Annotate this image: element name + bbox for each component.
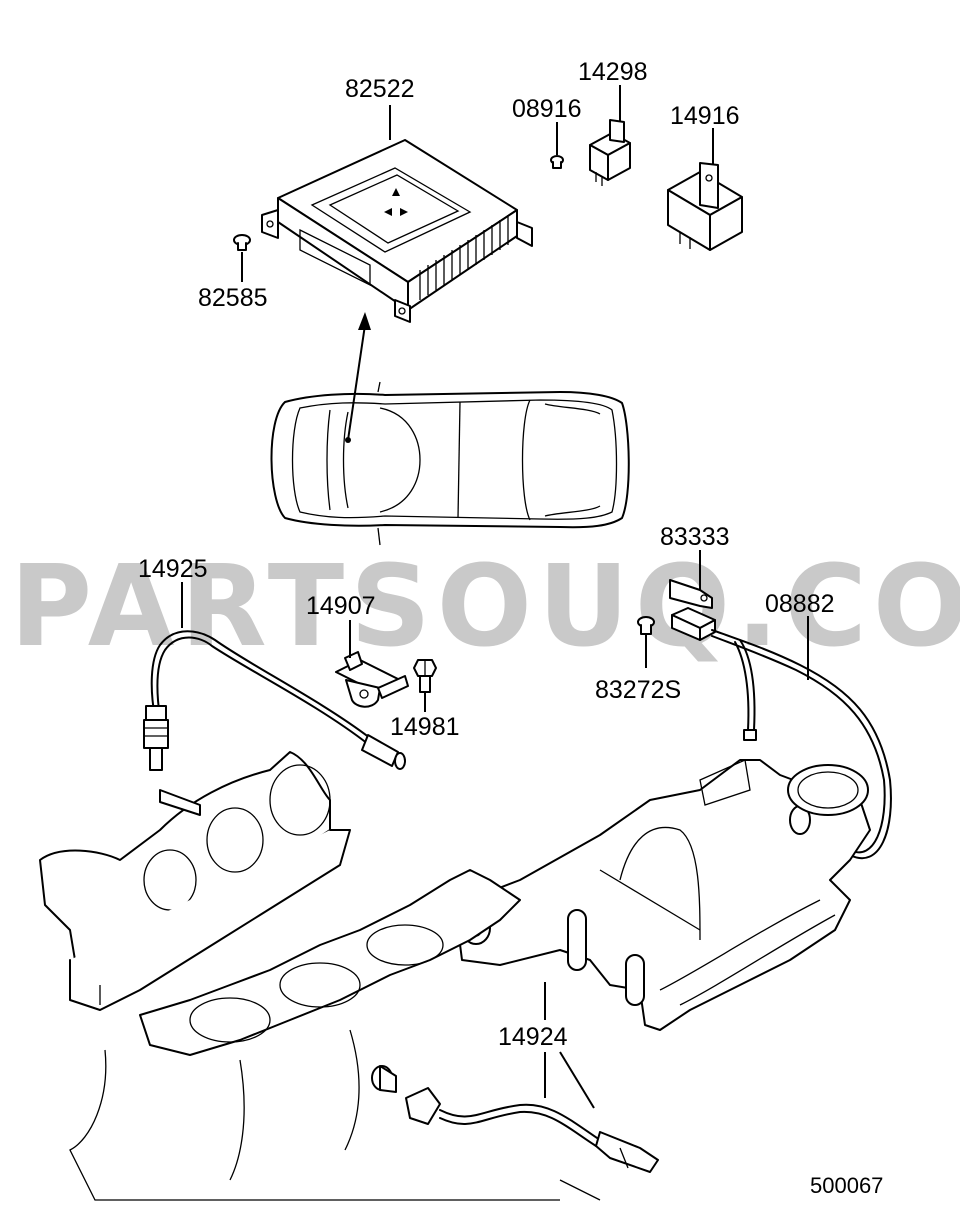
label-14981[interactable]: 14981 xyxy=(390,713,460,741)
label-82522[interactable]: 82522 xyxy=(345,75,415,103)
ecu-unit[interactable] xyxy=(261,139,533,323)
label-83333[interactable]: 83333 xyxy=(660,523,730,551)
label-14298[interactable]: 14298 xyxy=(578,58,648,86)
label-82585[interactable]: 82585 xyxy=(198,284,268,312)
oxygen-sensor[interactable] xyxy=(143,630,406,771)
screw-icon[interactable] xyxy=(233,234,251,251)
vehicle-top-view xyxy=(270,381,630,546)
watermark-text: PARTSOUQ.COM xyxy=(10,542,960,672)
label-83272S[interactable]: 83272S xyxy=(595,676,681,704)
engine-block xyxy=(39,751,601,1201)
label-14925[interactable]: 14925 xyxy=(138,555,208,583)
label-08916[interactable]: 08916 xyxy=(512,95,582,123)
intake-manifold xyxy=(454,759,871,1031)
bolt-icon[interactable] xyxy=(413,659,437,693)
label-14916[interactable]: 14916 xyxy=(670,102,740,130)
screw-icon[interactable] xyxy=(637,616,655,635)
screw-icon[interactable] xyxy=(550,155,564,169)
relay-small-icon[interactable] xyxy=(589,119,631,186)
label-14907[interactable]: 14907 xyxy=(306,592,376,620)
relay-large-icon[interactable] xyxy=(667,162,743,251)
knock-sensor[interactable] xyxy=(371,1065,659,1173)
diagram-ref-number: 500067 xyxy=(810,1173,883,1198)
label-14924[interactable]: 14924 xyxy=(498,1023,568,1051)
sensor-bracket[interactable] xyxy=(335,651,409,708)
label-08882[interactable]: 08882 xyxy=(765,590,835,618)
